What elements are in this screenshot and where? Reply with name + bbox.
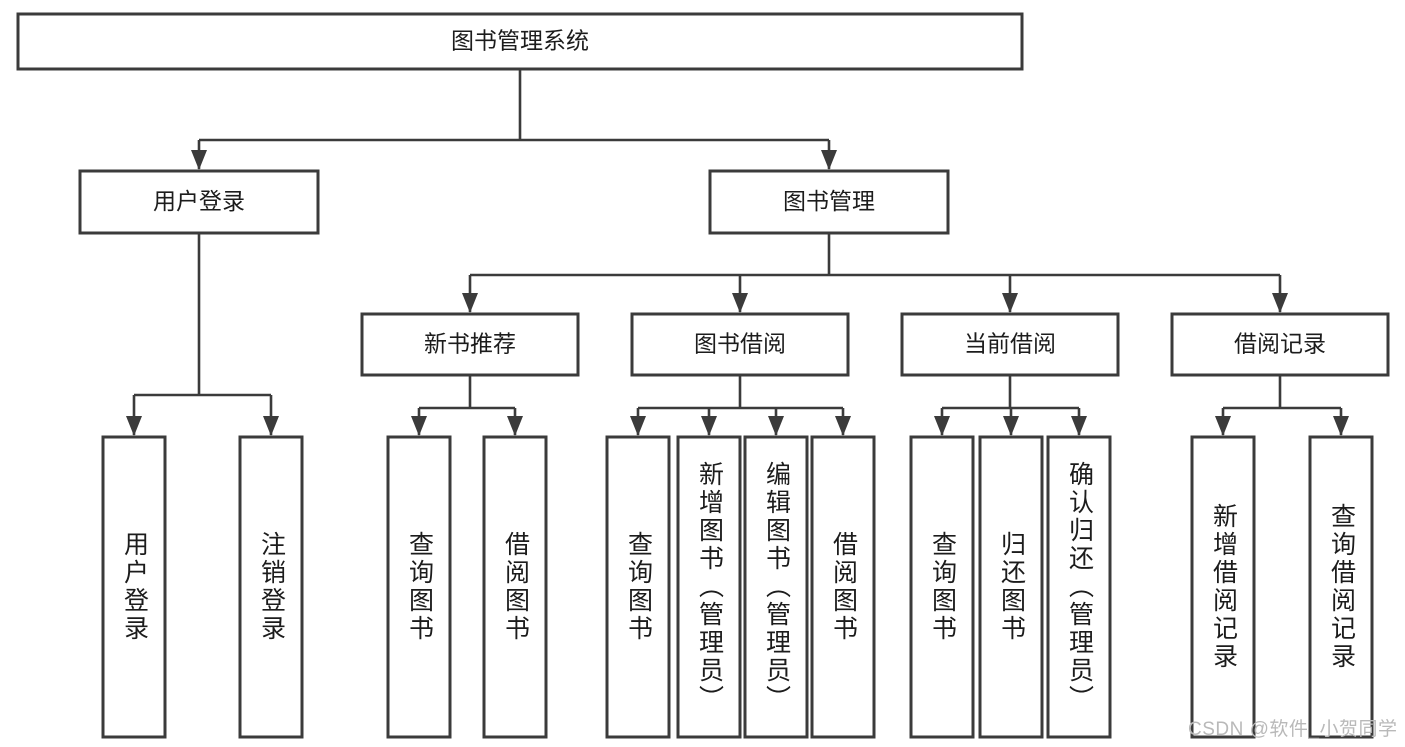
node-leaf-edit-book[interactable]	[743, 435, 809, 739]
arrow-head-icon	[1003, 416, 1019, 436]
node-root-system[interactable]	[16, 12, 1024, 71]
node-book-manage-label: 图书管理	[783, 188, 875, 214]
node-leaf-query-book-3[interactable]	[909, 435, 975, 739]
arrow-head-icon	[462, 293, 478, 313]
node-leaf-return-book[interactable]	[978, 435, 1044, 739]
node-book-borrow[interactable]	[630, 312, 850, 377]
node-book-borrow-label: 图书借阅	[694, 331, 786, 357]
node-leaf-query-book-1[interactable]	[386, 435, 452, 739]
node-leaf-borrow-book-1[interactable]	[482, 435, 548, 739]
arrow-head-icon	[835, 416, 851, 436]
arrow-head-icon	[701, 416, 717, 436]
node-user-login[interactable]	[78, 169, 320, 235]
node-new-book-rec-label: 新书推荐	[424, 331, 516, 357]
arrow-head-icon	[263, 416, 279, 436]
node-leaf-add-record[interactable]	[1190, 435, 1256, 739]
node-borrow-record[interactable]	[1170, 312, 1390, 377]
arrow-head-icon	[1071, 416, 1087, 436]
node-borrow-record-label: 借阅记录	[1234, 331, 1326, 357]
node-book-manage[interactable]	[708, 169, 950, 235]
node-current-borrow-label: 当前借阅	[964, 331, 1056, 357]
node-leaf-borrow-book-2[interactable]	[810, 435, 876, 739]
arrow-head-icon	[732, 293, 748, 313]
node-leaf-user-logout[interactable]	[238, 435, 304, 739]
connectors-layer	[126, 69, 1349, 436]
node-current-borrow[interactable]	[900, 312, 1120, 377]
node-root-system-label: 图书管理系统	[451, 28, 589, 54]
boxes-layer	[16, 12, 1390, 739]
arrow-head-icon	[630, 416, 646, 436]
node-leaf-confirm-return[interactable]	[1046, 435, 1112, 739]
arrow-head-icon	[411, 416, 427, 436]
arrow-head-icon	[1272, 293, 1288, 313]
csdn-watermark: CSDN @软件_小贺同学	[1188, 719, 1398, 740]
arrow-head-icon	[1215, 416, 1231, 436]
arrow-head-icon	[934, 416, 950, 436]
node-user-login-label: 用户登录	[153, 188, 245, 214]
arrow-head-icon	[768, 416, 784, 436]
node-leaf-add-book[interactable]	[676, 435, 742, 739]
arrow-head-icon	[191, 150, 207, 170]
arrow-head-icon	[126, 416, 142, 436]
node-leaf-user-login[interactable]	[101, 435, 167, 739]
node-leaf-query-book-2[interactable]	[605, 435, 671, 739]
arrow-head-icon	[1333, 416, 1349, 436]
node-new-book-rec[interactable]	[360, 312, 580, 377]
arrow-head-icon	[1002, 293, 1018, 313]
node-leaf-query-record[interactable]	[1308, 435, 1374, 739]
arrow-head-icon	[821, 150, 837, 170]
arrow-head-icon	[507, 416, 523, 436]
